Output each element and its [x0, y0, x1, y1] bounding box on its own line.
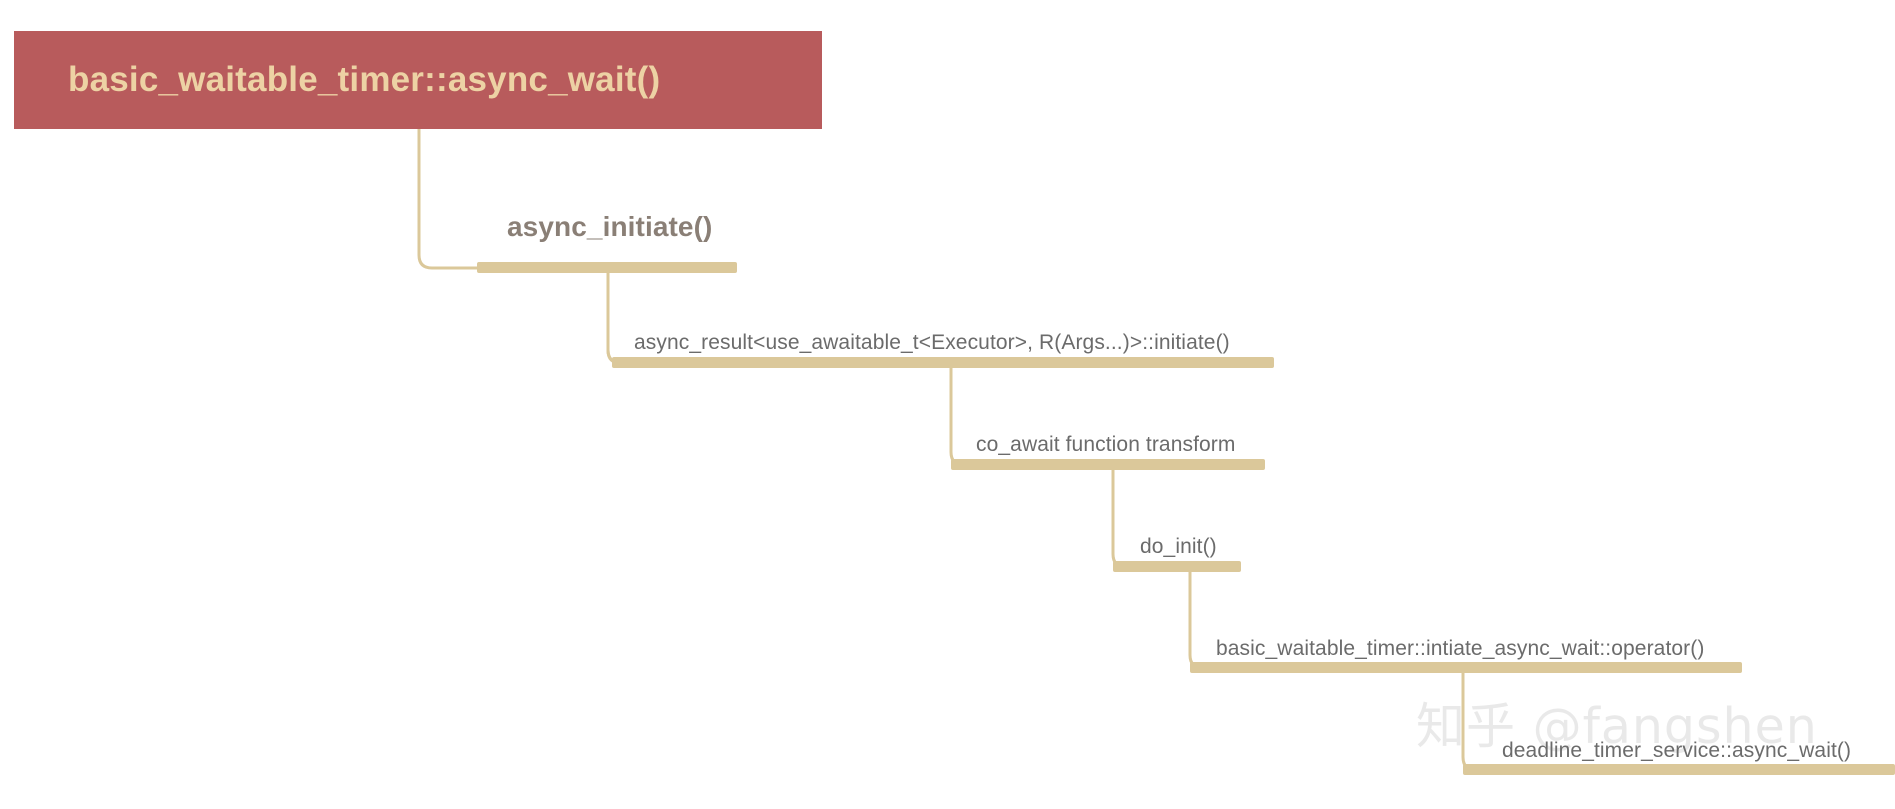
- bar-level6: [1463, 764, 1895, 775]
- elbow-level2-to-level3: [949, 368, 968, 467]
- bar-level2: [612, 357, 1274, 368]
- node-label-intiate-async-wait-operator: basic_waitable_timer::intiate_async_wait…: [1216, 637, 1705, 660]
- root-node-box: basic_waitable_timer::async_wait(): [14, 31, 822, 129]
- elbow-level1-to-level2: [606, 273, 622, 365]
- elbow-level5-to-level6: [1461, 673, 1480, 772]
- bar-level5: [1190, 662, 1742, 673]
- bar-level3: [951, 459, 1265, 470]
- root-node-label: basic_waitable_timer::async_wait(): [68, 60, 661, 99]
- node-label-async-initiate: async_initiate(): [507, 211, 713, 242]
- elbow-level4-to-level5: [1188, 572, 1207, 670]
- node-label-deadline-timer-service-async-wait: deadline_timer_service::async_wait(): [1502, 739, 1852, 762]
- elbow-root-to-level1: [417, 129, 477, 270]
- bar-level4: [1113, 561, 1241, 572]
- node-label-co-await-function-transform: co_await function transform: [976, 433, 1236, 456]
- bar-level1: [477, 262, 737, 273]
- node-label-do-init: do_init(): [1140, 535, 1217, 558]
- node-label-async-result-initiate: async_result<use_awaitable_t<Executor>, …: [634, 331, 1230, 354]
- elbow-level3-to-level4: [1111, 470, 1130, 569]
